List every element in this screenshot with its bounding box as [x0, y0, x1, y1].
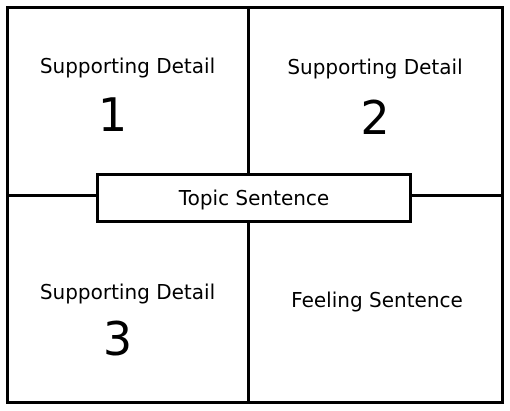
- quadrant-bottom-right-label: Feeling Sentence: [291, 288, 463, 312]
- quadrant-top-right-label: Supporting Detail: [287, 55, 463, 79]
- quadrant-top-right-number: 2: [360, 91, 390, 145]
- quadrant-top-left-label: Supporting Detail: [39, 54, 216, 78]
- quadrant-bottom-left-label: Supporting Detail: [39, 280, 216, 304]
- topic-sentence-label: Topic Sentence: [178, 186, 330, 210]
- quadrant-top-left-number: 1: [97, 88, 128, 142]
- outer-frame: [6, 6, 504, 404]
- quadrant-bottom-left-number: 3: [102, 312, 133, 366]
- topic-sentence-box: Topic Sentence: [96, 173, 412, 223]
